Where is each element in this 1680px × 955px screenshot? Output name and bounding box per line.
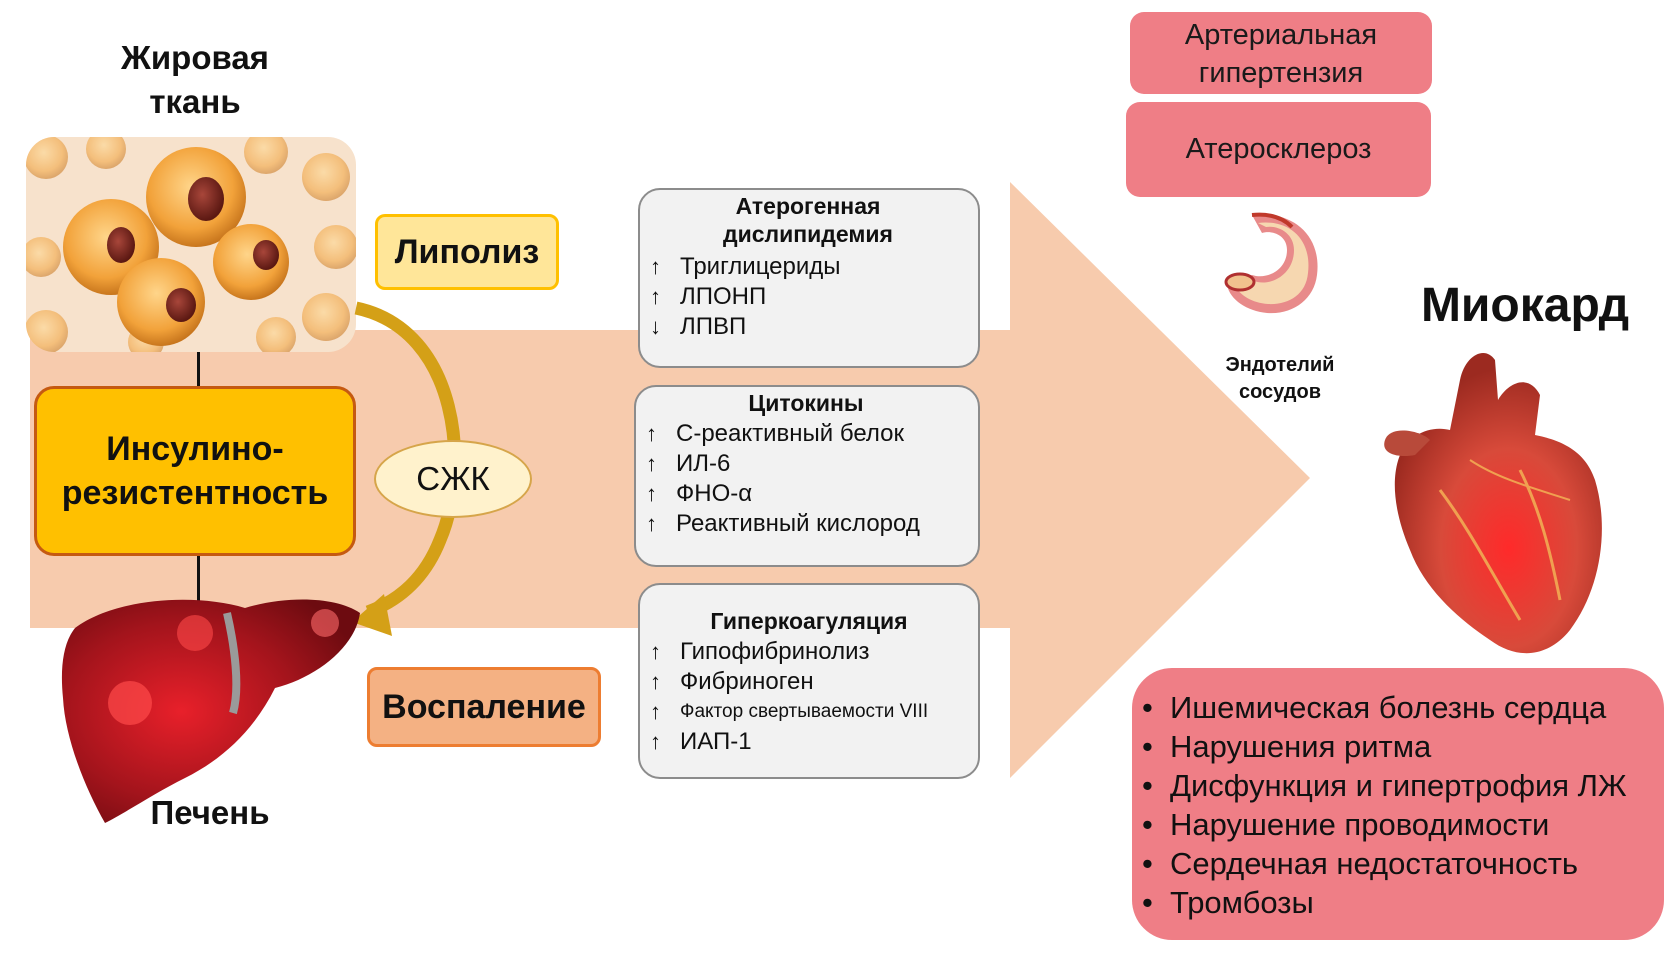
dyslipidemia-card: Атерогенная дислипидемия ↑Триглицериды ↑…	[638, 188, 980, 368]
list-item: •Тромбозы	[1142, 885, 1314, 920]
liver-image	[61, 599, 360, 823]
list-item: ↑ИАП-1	[650, 728, 752, 755]
list-item: ↑Триглицериды	[650, 253, 841, 280]
list-item: ↑ФНО-α	[646, 480, 753, 507]
list-item: •Нарушение проводимости	[1142, 807, 1550, 842]
cytokines-card: Цитокины ↑С-реактивный белок ↑ИЛ-6 ↑ФНО-…	[634, 385, 980, 567]
myocardium-title: Миокард	[1420, 279, 1630, 332]
inflammation-box: Воспаление	[367, 667, 601, 747]
ffa-ellipse: СЖК	[374, 440, 532, 518]
list-item: ↑Гипофибринолиз	[650, 638, 870, 665]
dyslipidemia-title: Атерогенная дислипидемия	[723, 193, 893, 247]
outcomes-list: •Ишемическая болезнь сердца •Нарушения р…	[1142, 688, 1664, 922]
arterial-hypertension-label: Артериальная гипертензия	[1184, 19, 1378, 89]
list-item: ↓ЛПВП	[650, 313, 747, 340]
list-item: ↑Фактор свертываемости VIII	[650, 699, 929, 724]
list-item: •Ишемическая болезнь сердца	[1142, 690, 1607, 725]
insulin-resistance-box: Инсулино-резистентность	[34, 386, 356, 556]
list-item: ↑Фибриноген	[650, 668, 814, 695]
ffa-label: СЖК	[416, 460, 490, 497]
vessel-image	[1224, 212, 1318, 314]
adipose-title: Жировая ткань	[121, 39, 269, 120]
arterial-hypertension-box: Артериальная гипертензия	[1130, 12, 1432, 94]
list-item: ↑С-реактивный белок	[646, 420, 905, 447]
list-item: ↑ИЛ-6	[646, 450, 731, 477]
hypercoagulation-card: Гиперкоагуляция ↑Гипофибринолиз ↑Фибрино…	[638, 583, 980, 779]
list-item: •Дисфункция и гипертрофия ЛЖ	[1142, 768, 1627, 803]
list-item: •Сердечная недостаточность	[1142, 846, 1579, 881]
cytokines-title: Цитокины	[748, 390, 864, 416]
liver-title: Печень	[150, 794, 270, 831]
outcomes-box: •Ишемическая болезнь сердца •Нарушения р…	[1132, 668, 1664, 940]
list-item: ↑Реактивный кислород	[646, 510, 920, 537]
lipolysis-box: Липолиз	[375, 214, 559, 290]
lipolysis-label: Липолиз	[394, 232, 540, 271]
cytokines-list: ↑С-реактивный белок ↑ИЛ-6 ↑ФНО-α ↑Реакти…	[646, 419, 966, 539]
fat-cells-image	[26, 137, 356, 352]
connector-line-bottom	[197, 555, 200, 607]
connector-line-top	[197, 352, 200, 386]
insulin-resistance-label: Инсулино-резистентность	[61, 430, 329, 512]
hypercoagulation-title: Гиперкоагуляция	[710, 608, 908, 634]
atherosclerosis-label: Атеросклероз	[1185, 133, 1372, 165]
ffa-arrow-head	[352, 594, 392, 636]
dyslipidemia-list: ↑Триглицериды ↑ЛПОНП ↓ЛПВП	[650, 252, 966, 342]
hypercoagulation-list: ↑Гипофибринолиз ↑Фибриноген ↑Фактор свер…	[650, 637, 968, 757]
list-item: ↑ЛПОНП	[650, 283, 767, 310]
heart-image	[1384, 352, 1602, 654]
list-item: •Нарушения ритма	[1142, 729, 1432, 764]
inflammation-label: Воспаление	[382, 687, 586, 726]
atherosclerosis-box: Атеросклероз	[1126, 102, 1431, 197]
endothelium-label: Эндотелий сосудов	[1225, 354, 1335, 403]
